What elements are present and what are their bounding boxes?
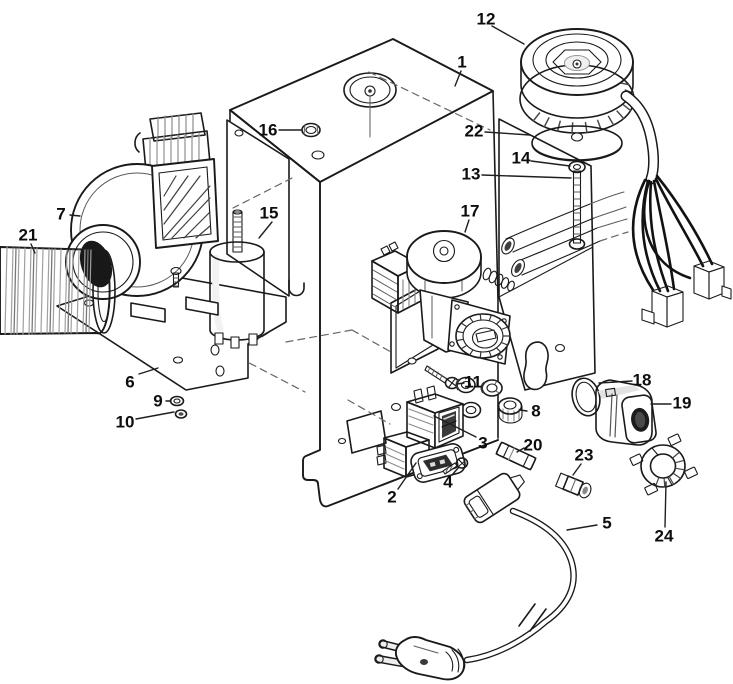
part-10-nut — [174, 409, 188, 419]
part-4-screw — [442, 457, 469, 475]
part-16-nut — [301, 122, 321, 138]
part-24-clamp — [629, 433, 698, 496]
callout-7: 7 — [56, 205, 65, 224]
callout-3: 3 — [478, 434, 487, 453]
switch-cutout — [346, 410, 387, 454]
part-23-fuse-holder — [555, 472, 592, 499]
callout-13: 13 — [462, 165, 481, 184]
leader-line-23 — [572, 463, 582, 476]
part-18-o-ring — [571, 377, 601, 417]
callout-14: 14 — [512, 149, 531, 168]
leader-line-8 — [519, 409, 528, 412]
leader-line-11 — [456, 382, 465, 385]
callout-9: 9 — [153, 392, 162, 411]
callout-24: 24 — [655, 527, 674, 546]
callout-15: 15 — [260, 204, 279, 223]
wire-connector — [693, 260, 732, 300]
part-15-motor-cylinder — [209, 209, 265, 349]
wire-harness — [620, 90, 732, 328]
leader-line-17 — [464, 219, 470, 233]
callout-6: 6 — [125, 373, 134, 392]
part-2-power-inlet — [376, 431, 466, 483]
part-11-screw — [407, 357, 460, 390]
callout-12: 12 — [477, 10, 496, 29]
part-21-flexible-hose — [0, 246, 116, 335]
part-8-grommet — [497, 397, 523, 424]
leader-line-5 — [566, 524, 598, 531]
leader-line-18 — [598, 380, 633, 384]
leader-line-1 — [454, 70, 462, 87]
callout-22: 22 — [465, 122, 484, 141]
wire-connector — [641, 285, 684, 328]
callout-10: 10 — [116, 413, 135, 432]
leader-line-3 — [433, 415, 477, 438]
leader-line-13 — [481, 174, 572, 179]
part-5-power-cord — [374, 472, 577, 681]
part-back-panel — [498, 118, 629, 391]
part-17-valve-assembly — [371, 230, 515, 374]
leader-line-4 — [451, 466, 460, 476]
part-19-cable-gland — [595, 379, 657, 446]
callout-18: 18 — [633, 371, 652, 390]
callout-21: 21 — [19, 226, 38, 245]
callout-16: 16 — [259, 121, 278, 140]
callout-2: 2 — [387, 488, 396, 507]
part-3-rocker-switch — [406, 385, 464, 449]
part-14-washer — [568, 160, 586, 174]
leader-line-12 — [491, 25, 525, 45]
leader-line-15 — [258, 221, 273, 239]
leader-line-24 — [664, 481, 667, 528]
callout-20: 20 — [524, 436, 543, 455]
callout-5: 5 — [602, 514, 611, 533]
callout-19: 19 — [673, 394, 692, 413]
iec-connector — [463, 472, 525, 524]
part-9-washer — [169, 395, 185, 407]
leader-line-21 — [30, 243, 36, 254]
cable-break-marks — [518, 603, 547, 632]
callout-17: 17 — [461, 202, 480, 221]
euro-plug — [374, 636, 466, 681]
callout-23: 23 — [575, 446, 594, 465]
leader-line-7 — [69, 214, 81, 217]
leader-line-6 — [138, 367, 159, 375]
callout-4: 4 — [443, 473, 453, 492]
leader-line-20 — [516, 447, 525, 453]
leader-line-14 — [530, 160, 571, 167]
part-12-thermostat-knob — [519, 28, 635, 134]
callout-8: 8 — [531, 402, 540, 421]
leader-line-10 — [135, 411, 175, 420]
leader-line-22 — [484, 131, 531, 136]
part-20-fuse — [495, 441, 537, 471]
callout-1: 1 — [457, 53, 466, 72]
leader-line-2 — [397, 462, 417, 490]
part-13-screw — [568, 170, 586, 250]
callout-11: 11 — [464, 373, 482, 392]
